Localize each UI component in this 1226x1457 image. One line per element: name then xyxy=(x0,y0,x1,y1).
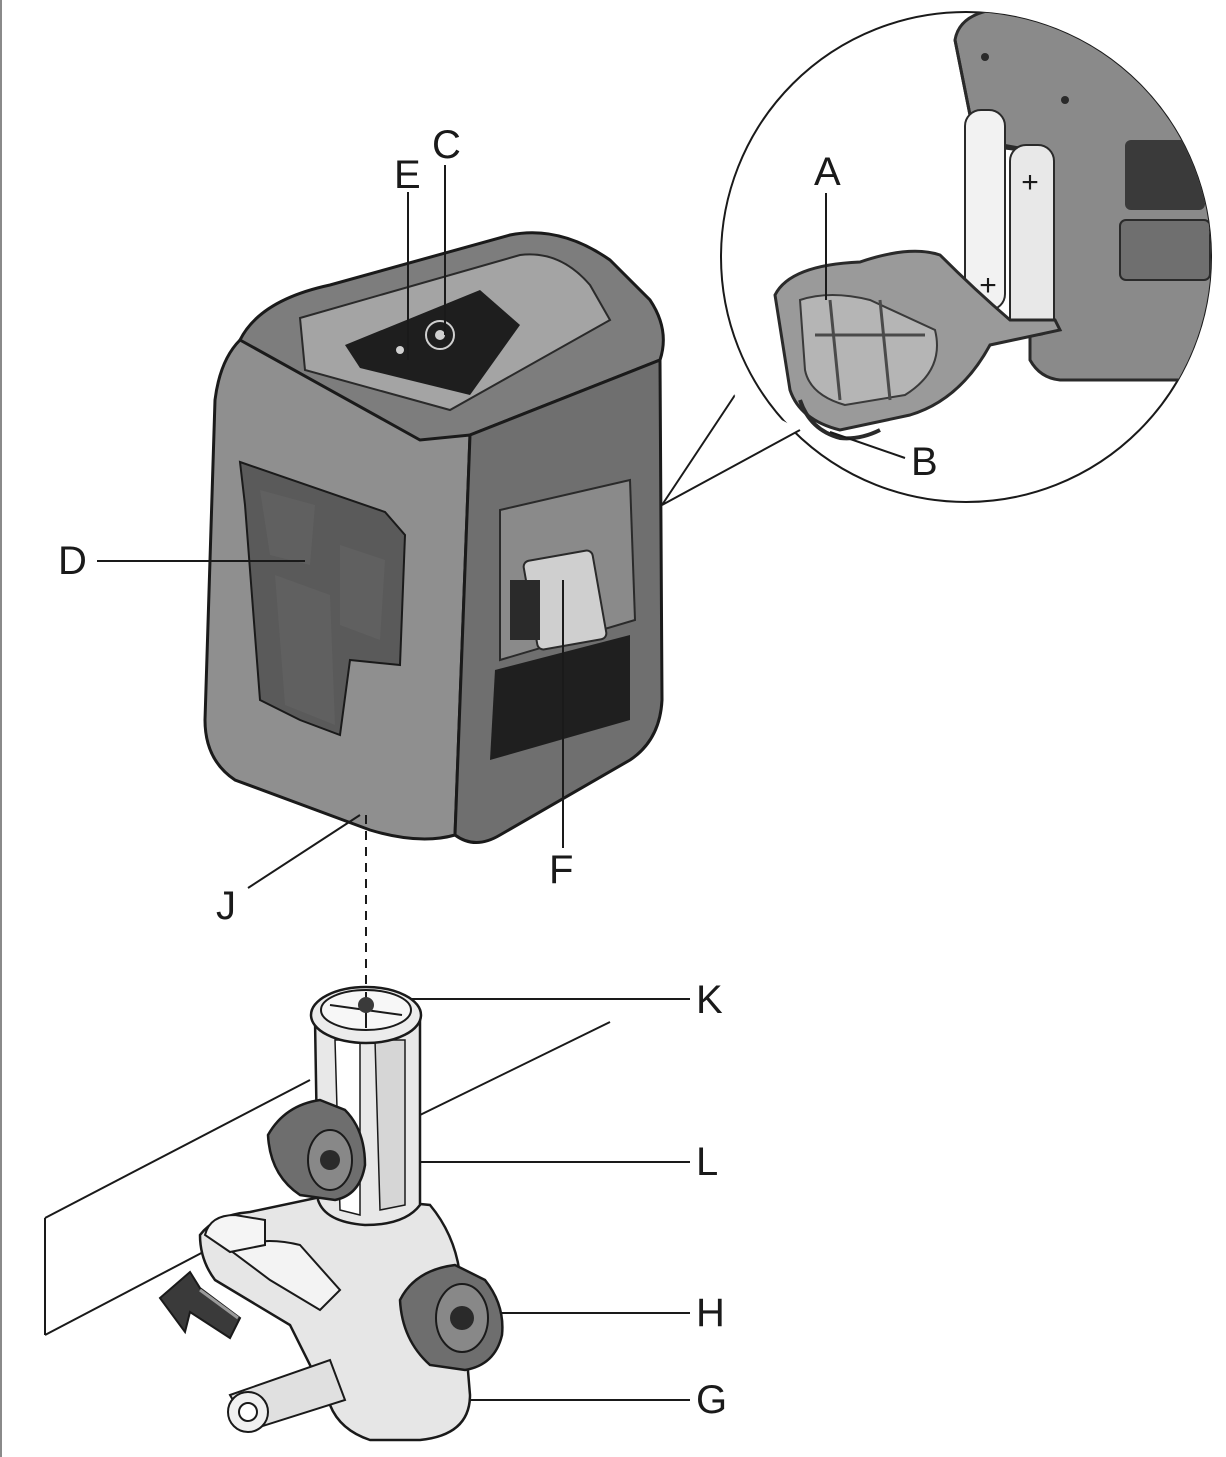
callout-label-c: C xyxy=(432,123,461,167)
battery-compartment-detail: + + xyxy=(661,11,1212,506)
callout-label-a: A xyxy=(814,150,841,194)
callout-label-e: E xyxy=(394,153,421,197)
laser-level-device xyxy=(203,231,665,844)
polarity-plus-1: + xyxy=(1021,166,1039,199)
leader-lines xyxy=(97,165,690,1401)
callout-label-g: G xyxy=(696,1378,728,1422)
callout-label-f: F xyxy=(549,848,574,892)
callout-label-d: D xyxy=(58,539,87,583)
page-border xyxy=(0,0,2,1457)
callout-label-l: L xyxy=(696,1140,719,1184)
polarity-plus-2: + xyxy=(979,269,997,302)
callout-label-b: B xyxy=(911,440,938,484)
push-arrow-icon xyxy=(158,1270,242,1340)
wall-clamp-mount xyxy=(198,985,504,1442)
callout-label-k: K xyxy=(696,978,723,1022)
callout-label-j: J xyxy=(216,884,236,928)
callout-label-h: H xyxy=(696,1291,725,1335)
mounting-beam xyxy=(44,1021,611,1336)
